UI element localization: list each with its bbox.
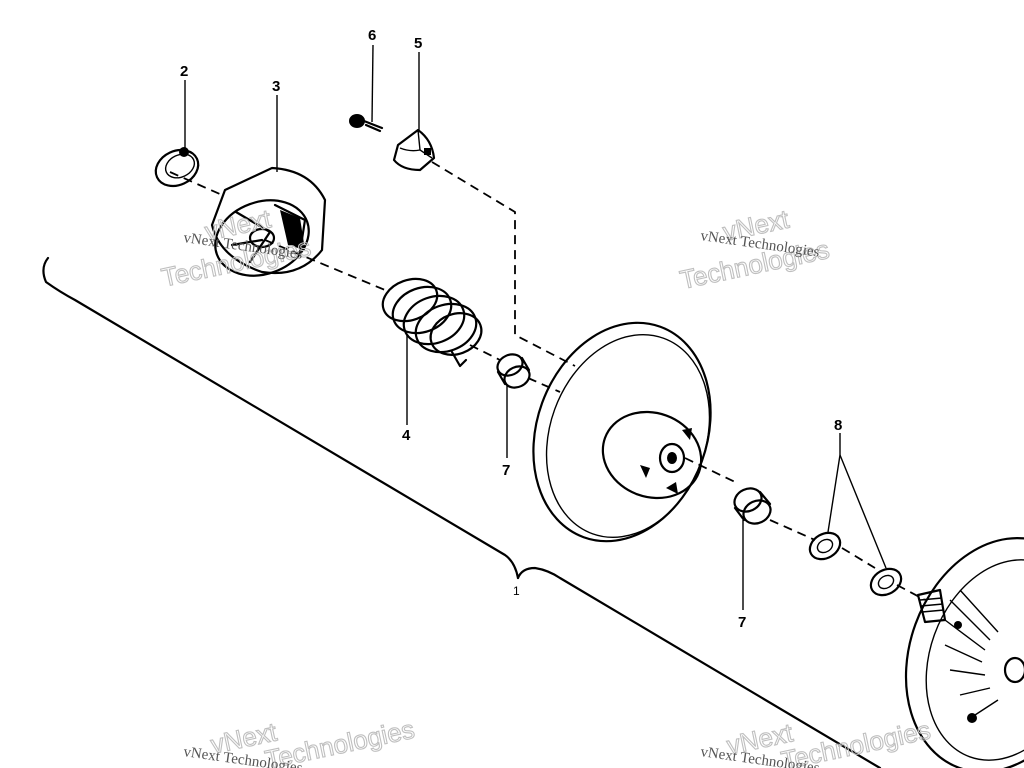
callout-3: 3	[272, 78, 280, 95]
movable-sheave	[532, 321, 712, 543]
part-3-cam	[210, 166, 327, 277]
callout-7-lower: 7	[738, 614, 746, 631]
part-6-screw	[349, 114, 384, 133]
part-7-bushing-upper	[496, 353, 531, 389]
part-2-snap-ring	[154, 147, 200, 188]
leader-lines	[184, 44, 887, 610]
callout-5: 5	[414, 35, 422, 52]
callout-2: 2	[180, 63, 188, 80]
part-8-washers	[808, 531, 903, 597]
part-5-cap	[392, 128, 436, 172]
part-7-bushing-lower	[733, 487, 772, 525]
callouts: 1 2 3 4 5 6 7 7 8	[180, 27, 842, 631]
watermarks: vNext Technologies vNext Technologies vN…	[158, 203, 933, 768]
part-4-spring	[381, 277, 483, 368]
callout-8: 8	[834, 417, 842, 434]
callout-7-upper: 7	[502, 462, 510, 479]
callout-1: 1	[513, 584, 520, 598]
callout-6: 6	[368, 27, 376, 44]
assembly-bracket	[42, 256, 882, 768]
callout-4: 4	[402, 427, 411, 444]
axis-lines	[169, 161, 926, 601]
